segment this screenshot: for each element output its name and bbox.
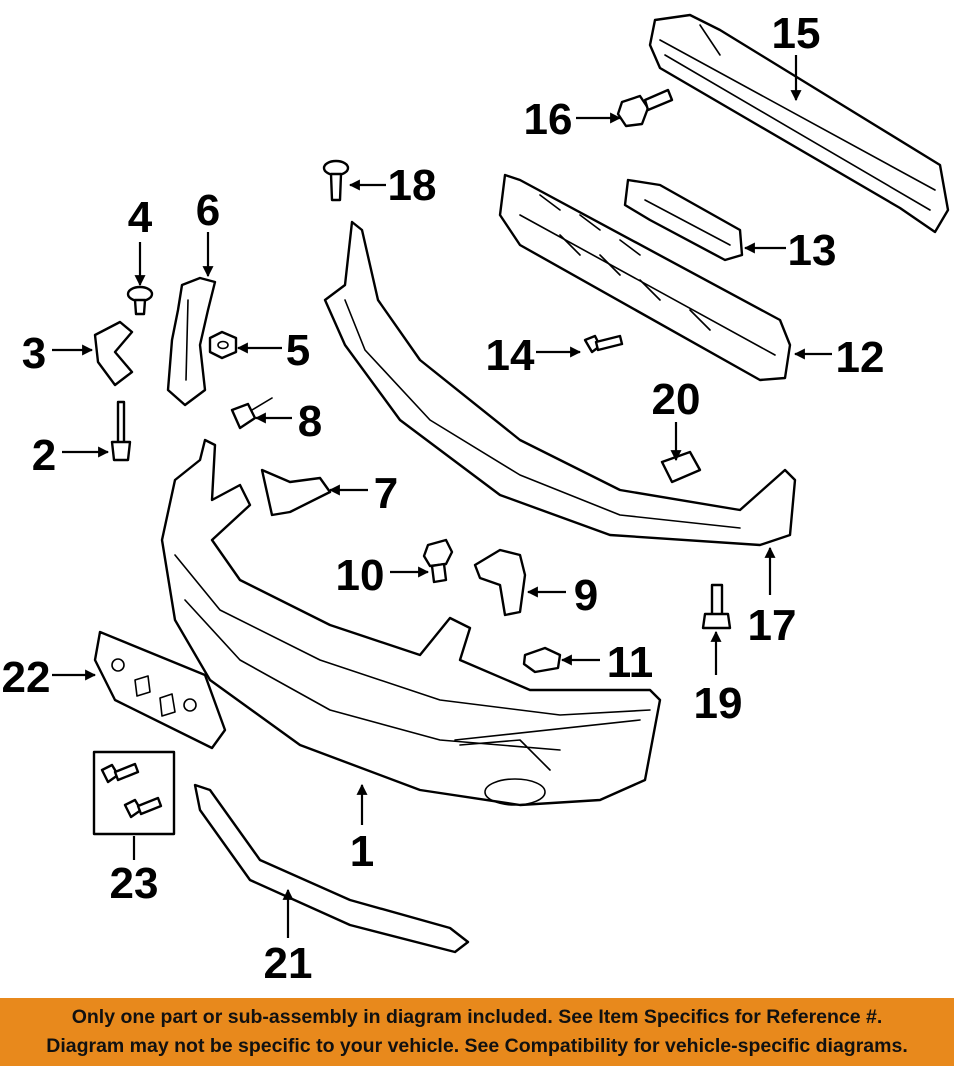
callout-5: 5	[286, 326, 310, 375]
callout-12: 12	[836, 333, 885, 382]
callout-22: 22	[2, 653, 51, 702]
callout-19: 19	[694, 679, 743, 728]
part-21-trim-molding	[193, 783, 470, 954]
part-23-bolt-kit	[92, 750, 176, 836]
disclaimer-banner: Only one part or sub-assembly in diagram…	[0, 998, 954, 1066]
callout-14: 14	[486, 331, 535, 380]
callout-6: 6	[196, 186, 220, 235]
callout-1: 1	[350, 827, 374, 876]
part-12-energy-absorber	[498, 173, 792, 382]
part-19-bolt	[701, 583, 732, 630]
callout-2: 2	[32, 431, 56, 480]
leader-lines	[52, 55, 832, 938]
callout-16: 16	[524, 95, 573, 144]
callout-7: 7	[374, 469, 398, 518]
part-10-bolt	[422, 538, 454, 584]
part-8-retainer-clip	[230, 397, 273, 430]
part-3-bracket	[93, 320, 134, 387]
part-9-bracket	[473, 548, 527, 617]
callout-3: 3	[22, 329, 46, 378]
part-22-license-bracket	[93, 630, 227, 750]
part-15-reinforcement-bar	[648, 13, 950, 234]
callout-18: 18	[388, 161, 437, 210]
part-1-bumper-cover	[160, 438, 662, 807]
part-11-clip	[522, 646, 562, 674]
callout-11: 11	[607, 638, 654, 687]
disclaimer-line-1: Only one part or sub-assembly in diagram…	[71, 1006, 883, 1028]
disclaimer-line-2: Diagram may not be specific to your vehi…	[46, 1035, 908, 1057]
part-17-bumper-cover-upper	[323, 220, 797, 547]
part-5-nut	[208, 330, 238, 360]
part-14-bolt	[583, 334, 624, 354]
exploded-parts-diagram: 15 16 18 13 14 12 20 4 6 5 3 2 8 7 17 10…	[2, 9, 950, 988]
callout-labels: 15 16 18 13 14 12 20 4 6 5 3 2 8 7 17 10…	[2, 9, 885, 988]
part-20-clip	[660, 450, 702, 484]
callout-4: 4	[128, 193, 153, 242]
callout-9: 9	[574, 571, 598, 620]
part-13-bracket	[623, 178, 744, 262]
part-18-push-pin	[322, 159, 350, 202]
callout-21: 21	[264, 939, 313, 988]
callout-20: 20	[652, 375, 701, 424]
callout-17: 17	[748, 601, 797, 650]
part-6-bracket	[166, 276, 217, 407]
callout-10: 10	[336, 551, 385, 600]
part-16-bolt	[616, 88, 674, 128]
callout-13: 13	[788, 226, 837, 275]
part-7-bracket	[260, 468, 332, 517]
callout-8: 8	[298, 397, 322, 446]
callout-23: 23	[110, 859, 159, 908]
callout-15: 15	[772, 9, 821, 58]
part-2-push-pin	[110, 400, 132, 462]
part-4-clip	[126, 285, 154, 316]
